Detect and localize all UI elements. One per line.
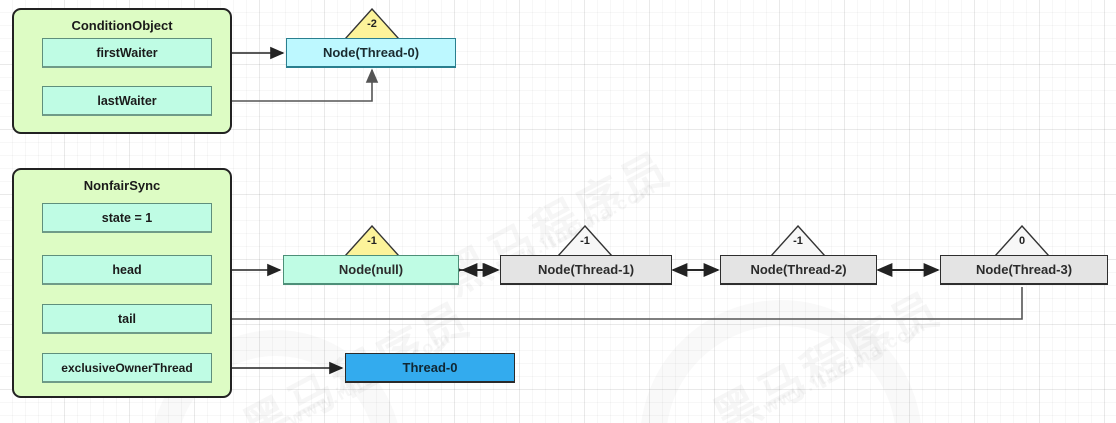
node-thread-1[interactable]: Node(Thread-1) xyxy=(500,255,672,285)
thread-0-box[interactable]: Thread-0 xyxy=(345,353,515,383)
node-null[interactable]: Node(null) xyxy=(283,255,459,285)
field-label: exclusiveOwnerThread xyxy=(61,360,193,375)
wait-status-value: -1 xyxy=(580,235,590,247)
field-last-waiter[interactable]: lastWaiter xyxy=(42,86,212,116)
field-label: lastWaiter xyxy=(97,93,157,108)
field-head[interactable]: head xyxy=(42,255,212,285)
edge-lastwaiter-to-node0 xyxy=(212,68,379,102)
node-thread-2[interactable]: Node(Thread-2) xyxy=(720,255,877,285)
group-title-condition-object: ConditionObject xyxy=(71,18,173,33)
field-label: state = 1 xyxy=(101,210,153,225)
thread-label: Thread-0 xyxy=(402,360,458,375)
node-label: Node(Thread-0) xyxy=(322,45,420,60)
node-label: Node(Thread-2) xyxy=(750,262,847,277)
group-title-nonfair-sync: NonfairSync xyxy=(83,178,161,193)
field-state[interactable]: state = 1 xyxy=(42,203,212,233)
field-first-waiter[interactable]: firstWaiter xyxy=(42,38,212,68)
wait-status-value: -2 xyxy=(367,18,377,30)
wait-status-value: 0 xyxy=(1018,235,1026,247)
field-label: head xyxy=(112,262,142,277)
field-label: tail xyxy=(117,311,137,326)
node-thread-0[interactable]: Node(Thread-0) xyxy=(286,38,456,68)
node-label: Node(Thread-3) xyxy=(975,262,1073,277)
wait-status-value: -1 xyxy=(367,235,377,247)
field-label: firstWaiter xyxy=(96,45,158,60)
node-label: Node(Thread-1) xyxy=(537,262,635,277)
edge-node3-to-tail xyxy=(216,287,1023,326)
field-tail[interactable]: tail xyxy=(42,304,212,334)
field-exclusive-owner-thread[interactable]: exclusiveOwnerThread xyxy=(42,353,212,383)
wait-status-value: -1 xyxy=(793,235,803,247)
node-label: Node(null) xyxy=(338,262,404,277)
node-thread-3[interactable]: Node(Thread-3) xyxy=(940,255,1108,285)
